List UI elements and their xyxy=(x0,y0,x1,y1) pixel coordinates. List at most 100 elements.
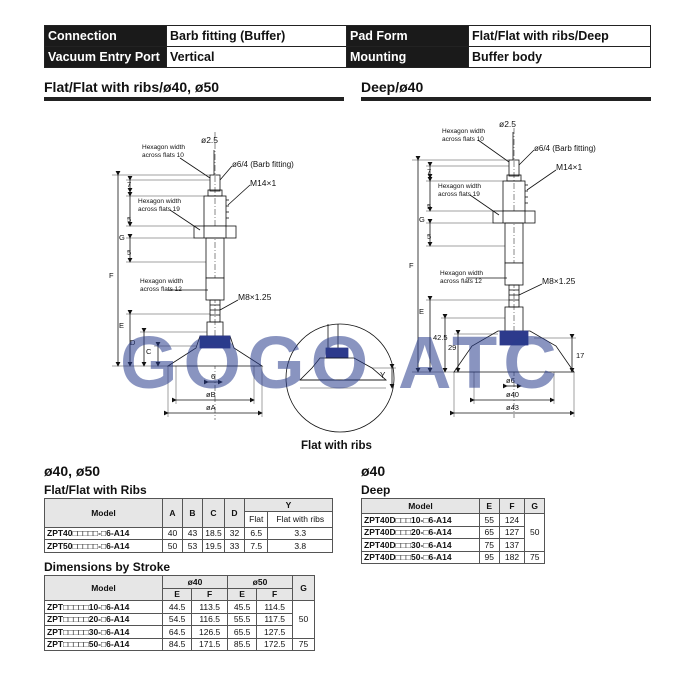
deep-header-g: G xyxy=(524,498,545,514)
stroke-model: ZPT□□□□□10-□6-A14 xyxy=(44,600,163,614)
right-drawing xyxy=(412,128,576,418)
flat-cell: 19.5 xyxy=(202,539,225,553)
left-dim-phi25: ø2.5 xyxy=(201,135,218,145)
right-section-title: Deep/ø40 xyxy=(361,79,424,95)
left-dim-5b: 5 xyxy=(127,248,131,257)
stroke-cell: 171.5 xyxy=(191,637,228,651)
stroke-cell: 84.5 xyxy=(161,637,193,651)
right-m8-label: M8×1.25 xyxy=(542,276,576,286)
stroke-cell: 126.5 xyxy=(191,625,228,639)
left-hex12-line1: Hexagon width xyxy=(140,278,183,285)
left-dim-7: 7 xyxy=(127,180,131,189)
stroke-model: ZPT□□□□□50-□6-A14 xyxy=(44,637,163,651)
left-dim-f: F xyxy=(109,271,114,280)
deep-header-model: Model xyxy=(361,498,480,514)
flat-header-a: A xyxy=(162,498,183,528)
right-dim-17: 17 xyxy=(576,351,584,360)
table-row: ZPT40□□□□□-□6-A14 40 43 18.5 32 6.5 3.3 xyxy=(44,526,333,540)
right-size-title: ø40 xyxy=(361,463,386,479)
deep-header-f: F xyxy=(498,498,526,514)
table-row: E F E F xyxy=(45,587,315,601)
table-row: ZPT40D□□□50-□6-A14 95 182 75 xyxy=(361,550,545,564)
deep-cell: 137 xyxy=(498,538,526,552)
left-dim-g: G xyxy=(119,233,125,242)
stroke-cell: 127.5 xyxy=(256,625,293,639)
deep-model: ZPT40D□□□50-□6-A14 xyxy=(361,550,480,564)
deep-cell: 65 xyxy=(479,525,500,539)
right-drawing-labels: ø2.5 Hexagon width across flats 10 ø6/4 … xyxy=(409,119,596,412)
flat-sub-flat: Flat xyxy=(243,510,269,528)
ribs-inset-labels: Y xyxy=(380,371,386,380)
stroke-cell: 64.5 xyxy=(161,625,193,639)
right-dim-5a: 5 xyxy=(427,202,431,211)
right-barb-label: ø6/4 (Barb fitting) xyxy=(534,144,596,153)
right-hex19-line2: across flats 19 xyxy=(438,191,480,198)
connection-label: Connection xyxy=(44,25,167,47)
flat-header-model: Model xyxy=(44,498,163,528)
right-hex12-line2: across flats 12 xyxy=(440,278,482,285)
flat-cell: 43 xyxy=(182,526,203,540)
stroke-header-model: Model xyxy=(44,575,163,601)
flat-sub-ribs: Flat with ribs xyxy=(267,510,333,528)
flat-header-y: Y xyxy=(244,498,333,512)
stroke-cell: 114.5 xyxy=(256,600,293,614)
stroke-cell: 65.5 xyxy=(226,625,258,639)
spec-table: Connection Barb fitting (Buffer) Pad For… xyxy=(44,25,651,68)
deep-table: Model E F G ZPT40D□□□10-□6-A14 55 124 50… xyxy=(361,498,545,564)
table-row: ZPT□□□□□50-□6-A14 84.5 171.5 85.5 172.5 … xyxy=(44,637,315,651)
deep-cell: 127 xyxy=(498,525,526,539)
table-row: ZPT40D□□□20-□6-A14 65 127 xyxy=(361,525,545,539)
stroke-title: Dimensions by Stroke xyxy=(44,560,171,574)
flat-title: Flat/Flat with Ribs xyxy=(44,483,147,497)
flat-header-b: B xyxy=(182,498,203,528)
right-dim-29: 29 xyxy=(448,343,456,352)
left-m8-label: M8×1.25 xyxy=(238,292,272,302)
spec-row: Connection Barb fitting (Buffer) Pad For… xyxy=(44,25,651,47)
table-row: ZPT40D□□□30-□6-A14 75 137 xyxy=(361,538,545,552)
right-hex10-line1: Hexagon width xyxy=(442,128,485,135)
left-dim-phib: øB xyxy=(206,390,216,399)
flat-table: Model A B C D Y Flat Flat with ribs ZPT4… xyxy=(44,498,333,553)
ribs-dim-y: Y xyxy=(380,371,386,380)
table-row: Model ø40 ø50 G xyxy=(44,575,315,601)
right-m14-label: M14×1 xyxy=(556,162,582,172)
flat-cell: 7.5 xyxy=(243,539,269,553)
right-section-rule xyxy=(361,97,651,101)
right-hex19-line1: Hexagon width xyxy=(438,183,481,190)
ribs-inset xyxy=(285,323,396,433)
stroke-cell: 55.5 xyxy=(226,612,258,626)
right-dim-5b: 5 xyxy=(427,232,431,241)
deep-cell: 124 xyxy=(498,513,526,527)
table-row: Model E F G xyxy=(361,498,545,514)
flat-header-c: C xyxy=(202,498,225,528)
deep-g-75: 75 xyxy=(524,550,545,564)
left-hex19-line2: across flats 19 xyxy=(138,206,180,213)
stroke-sub-f: F xyxy=(191,587,228,601)
flat-cell: 50 xyxy=(162,539,183,553)
ribs-caption: Flat with ribs xyxy=(301,440,372,452)
left-section-rule xyxy=(44,97,344,101)
deep-model: ZPT40D□□□30-□6-A14 xyxy=(361,538,480,552)
left-drawing xyxy=(112,132,264,420)
deep-g-50: 50 xyxy=(524,513,545,552)
left-m14-label: M14×1 xyxy=(250,178,276,188)
deep-cell: 55 xyxy=(479,513,500,527)
left-section-title: Flat/Flat with ribs/ø40, ø50 xyxy=(44,79,220,95)
stroke-sub-f: F xyxy=(256,587,293,601)
right-dim-phi40: ø40 xyxy=(506,390,519,399)
stroke-g-50: 50 xyxy=(292,600,315,639)
pad-form-label: Pad Form xyxy=(346,25,469,47)
right-hex12-line1: Hexagon width xyxy=(440,270,483,277)
stroke-cell: 44.5 xyxy=(161,600,193,614)
left-dim-e: E xyxy=(119,321,124,330)
right-dim-phi25: ø2.5 xyxy=(499,119,516,129)
deep-header-e: E xyxy=(479,498,500,514)
flat-cell: 32 xyxy=(224,526,245,540)
flat-cell: 33 xyxy=(224,539,245,553)
stroke-cell: 45.5 xyxy=(226,600,258,614)
stroke-cell: 172.5 xyxy=(256,637,293,651)
mounting-label: Mounting xyxy=(346,46,469,68)
left-hex19-line1: Hexagon width xyxy=(138,198,181,205)
stroke-model: ZPT□□□□□20-□6-A14 xyxy=(44,612,163,626)
vacuum-entry-value: Vertical xyxy=(166,46,347,68)
